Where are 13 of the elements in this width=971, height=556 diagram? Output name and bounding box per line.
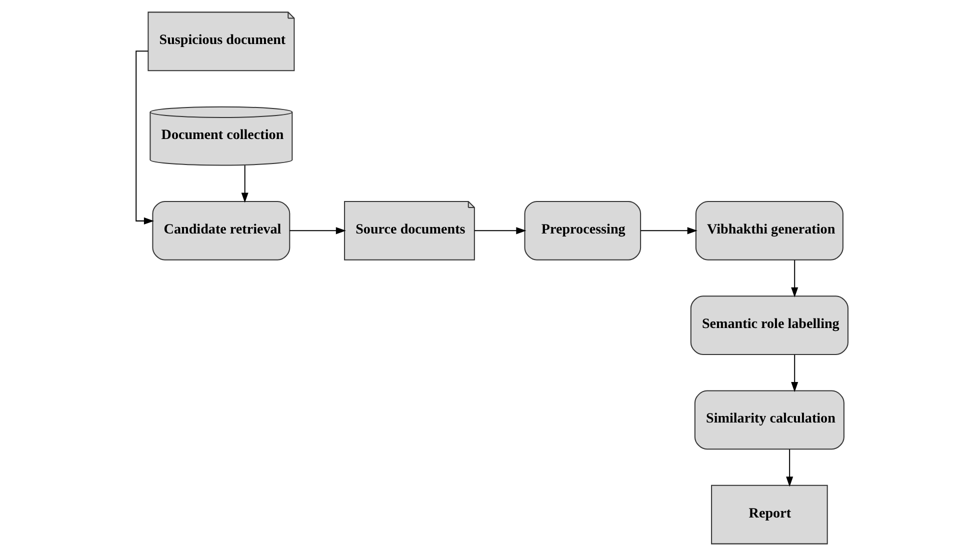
node-box: Semantic role labelling — [690, 296, 848, 356]
arrow — [474, 227, 526, 234]
node-box: Preprocessing — [524, 200, 641, 260]
arrow — [640, 227, 697, 234]
node-box: Candidate retrieval — [152, 200, 290, 260]
arrow — [790, 354, 798, 392]
arrow — [790, 260, 798, 298]
arrow — [289, 227, 346, 234]
arrow — [240, 165, 248, 203]
node-box: Similarity calculation — [694, 390, 844, 450]
node-box: Report — [710, 484, 828, 544]
node-box: Vibhakthi generation — [694, 200, 843, 260]
arrow — [786, 449, 793, 487]
